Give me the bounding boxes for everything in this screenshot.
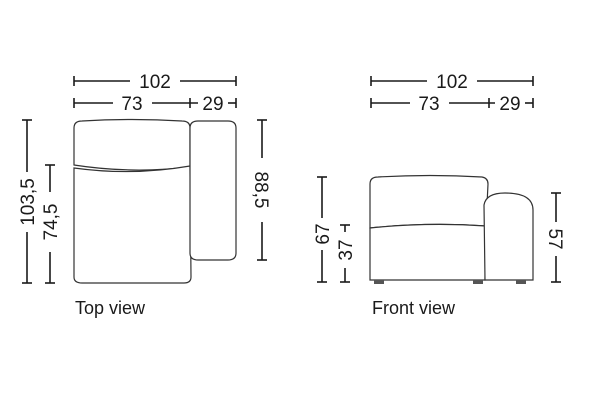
front-armrest-shape (483, 192, 534, 281)
front-height-seat-label: 37 (336, 239, 357, 260)
top-depth-arm-label: 88,5 (250, 172, 271, 209)
front-width-arm-label: 29 (499, 94, 520, 115)
front-foot-left (374, 280, 384, 284)
top-width-total-dimension: 102 (73, 72, 237, 93)
top-armrest-shape (189, 120, 237, 261)
front-height-total-dimension: 67 (313, 176, 334, 283)
front-height-total-label: 67 (313, 223, 334, 244)
top-width-split-dimension: 73 29 (73, 94, 237, 115)
top-seat-shape (73, 165, 192, 284)
top-view: 102 73 29 103,5 74,5 (18, 72, 271, 318)
top-width-total-label: 102 (139, 72, 171, 93)
front-foot-middle (473, 280, 483, 284)
front-width-split-dimension: 73 29 (370, 94, 534, 115)
top-depth-arm-dimension: 88,5 (250, 119, 271, 261)
front-view: 102 73 29 67 37 (313, 72, 565, 318)
top-depth-total-dimension: 103,5 (18, 119, 39, 284)
top-backrest-shape (73, 118, 191, 171)
front-width-total-dimension: 102 (370, 72, 534, 93)
front-width-seat-label: 73 (418, 94, 439, 115)
top-width-seat-label: 73 (121, 94, 142, 115)
top-depth-seat-dimension: 74,5 (41, 164, 62, 284)
front-height-seat-dimension: 37 (336, 224, 357, 283)
front-width-total-label: 102 (436, 72, 468, 93)
front-seat-shape (369, 223, 487, 281)
top-depth-total-label: 103,5 (18, 178, 39, 226)
front-foot-right (516, 280, 526, 284)
front-view-caption: Front view (372, 298, 456, 318)
front-height-arm-dimension: 57 (544, 192, 565, 283)
front-backrest-shape (369, 174, 489, 229)
top-depth-seat-label: 74,5 (41, 204, 62, 241)
front-height-arm-label: 57 (544, 228, 565, 249)
top-view-caption: Top view (75, 298, 146, 318)
top-width-arm-label: 29 (202, 94, 223, 115)
